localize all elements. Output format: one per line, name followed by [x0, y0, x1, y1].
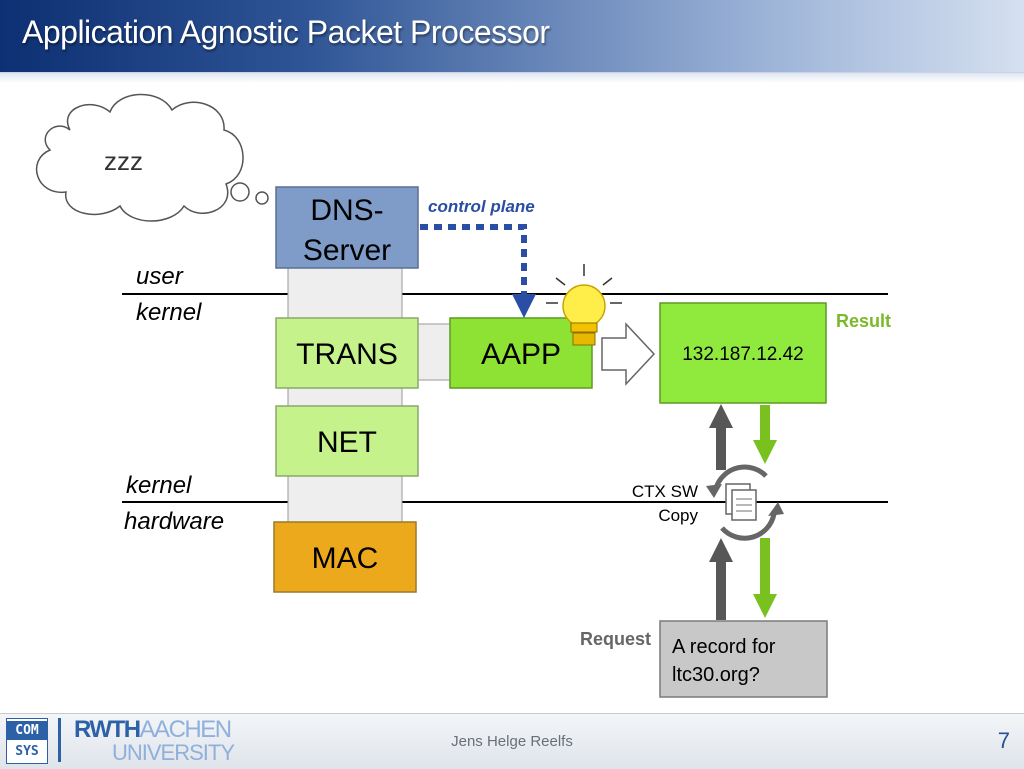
- label-user: user: [136, 263, 184, 290]
- forward-arrow-icon: [601, 322, 656, 386]
- trans-label: TRANS: [296, 338, 398, 371]
- rwth-logo-light: AACHEN: [139, 716, 233, 743]
- mac-label: MAC: [312, 542, 379, 575]
- thought-text: zzz: [104, 146, 143, 176]
- light-bulb-icon: [546, 264, 622, 346]
- copy-label: Copy: [658, 506, 698, 525]
- mac-box: MAC: [273, 521, 417, 593]
- green-down-arrow-bottom: [753, 538, 777, 618]
- context-switch-icon: [706, 464, 784, 541]
- rwth-logo-line2: UNIVERSITY: [112, 740, 235, 765]
- net-box: NET: [275, 405, 419, 477]
- request-box: A record for ltc30.org?: [659, 620, 828, 698]
- label-kernel-top: kernel: [136, 299, 202, 326]
- result-ip: 132.187.12.42: [682, 344, 804, 365]
- comsys-logo-line1: COM: [7, 721, 47, 740]
- slide-title: Application Agnostic Packet Processor: [22, 14, 550, 50]
- aapp-box: AAPP: [449, 317, 593, 389]
- comsys-logo-line2: SYS: [15, 744, 39, 759]
- aapp-label: AAPP: [481, 338, 561, 371]
- label-hardware: hardware: [124, 508, 224, 535]
- request-line1: A record for: [672, 636, 776, 658]
- result-box: 132.187.12.42: [659, 302, 827, 404]
- header-bar: [0, 0, 1024, 72]
- request-line2: ltc30.org?: [672, 664, 760, 686]
- rwth-logo-line1: RWTHAACHEN: [74, 716, 233, 744]
- trans-aapp-connector: [417, 323, 453, 381]
- label-kernel-bottom: kernel: [126, 472, 192, 499]
- request-label: Request: [580, 629, 651, 649]
- dns-label-line2: Server: [303, 234, 391, 267]
- gray-up-arrow-top: [709, 404, 733, 470]
- header-divider: [0, 72, 1024, 83]
- page-number: 7: [997, 728, 1010, 753]
- footer-bar: [0, 713, 1024, 769]
- control-plane-label: control plane: [428, 197, 535, 216]
- gray-up-arrow-bottom: [709, 538, 733, 620]
- stack-connector: [287, 267, 403, 527]
- trans-box: TRANS: [275, 317, 419, 389]
- green-down-arrow-top: [753, 405, 777, 464]
- logo-divider: [58, 718, 61, 762]
- dns-label-line1: DNS-: [310, 194, 383, 227]
- ctx-sw-label: CTX SW: [632, 482, 698, 501]
- control-plane-arrow: [420, 224, 536, 318]
- presenter-name: Jens Helge Reelfs: [451, 733, 573, 750]
- comsys-logo: COM SYS: [6, 718, 48, 764]
- thought-cloud: zzz: [35, 93, 284, 222]
- dns-server-box: DNS- Server: [275, 186, 419, 269]
- net-label: NET: [317, 426, 377, 459]
- result-label: Result: [836, 311, 891, 331]
- rwth-logo-bold: RWTH: [74, 716, 141, 743]
